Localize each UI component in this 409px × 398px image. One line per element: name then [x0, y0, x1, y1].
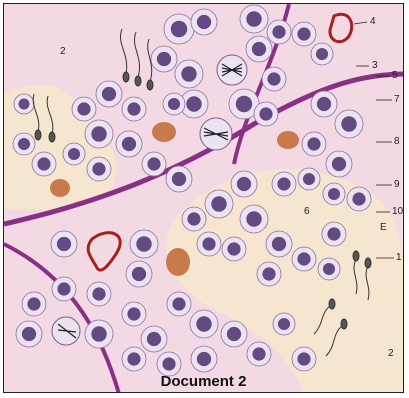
leydig-cell: [152, 122, 176, 142]
cell-nucleus: [297, 352, 310, 365]
cell-nucleus: [332, 157, 346, 171]
cell-nucleus: [252, 42, 266, 56]
cell-nucleus: [341, 116, 356, 131]
cell-nucleus: [136, 236, 151, 251]
label-8: 8: [394, 136, 400, 147]
seminiferous-tubule-illustration: 2 4 3 5 7 8 9 10 6 1 E 2: [4, 4, 404, 393]
label-3: 3: [372, 60, 378, 71]
cell-nucleus: [92, 287, 105, 300]
cell-nucleus: [168, 98, 180, 110]
cell-nucleus: [127, 352, 140, 365]
cell-nucleus: [307, 137, 320, 150]
cell-nucleus: [278, 318, 290, 330]
cell-nucleus: [186, 96, 201, 111]
cell-nucleus: [297, 252, 310, 265]
cell-nucleus: [27, 297, 40, 310]
cell-nucleus: [267, 72, 280, 85]
cell-nucleus: [327, 227, 340, 240]
cell-nucleus: [92, 162, 105, 175]
cell-nucleus: [68, 148, 80, 160]
label-10: 10: [392, 206, 404, 217]
cell-nucleus: [132, 267, 146, 281]
cell-nucleus: [317, 97, 331, 111]
cell-nucleus: [316, 48, 328, 60]
cell-nucleus: [171, 21, 188, 38]
cell-nucleus: [181, 66, 196, 81]
cell-nucleus: [259, 107, 272, 120]
cell-nucleus: [197, 15, 211, 29]
leydig-cell: [166, 248, 190, 276]
cell-nucleus: [236, 96, 253, 113]
cell-nucleus: [172, 297, 185, 310]
label-2-bottom: 2: [388, 348, 394, 359]
cell-nucleus: [323, 263, 335, 275]
cell-nucleus: [297, 27, 310, 40]
label-9: 9: [394, 179, 400, 190]
cell-nucleus: [37, 157, 50, 170]
cell-nucleus: [172, 172, 186, 186]
leydig-cell: [277, 131, 299, 149]
cell-nucleus: [77, 102, 90, 115]
leydig-cell: [50, 179, 70, 197]
cell-nucleus: [157, 52, 171, 66]
cell-nucleus: [162, 357, 175, 370]
label-5: 5: [392, 70, 398, 81]
label-6: 6: [304, 206, 310, 217]
cell-nucleus: [202, 237, 215, 250]
cell-nucleus: [272, 25, 285, 38]
label-1: 1: [396, 252, 402, 263]
cell-nucleus: [211, 196, 226, 211]
cell-nucleus: [196, 316, 211, 331]
cell-nucleus: [22, 327, 36, 341]
cell-nucleus: [147, 332, 161, 346]
cell-nucleus: [18, 138, 30, 150]
histology-figure: 2 4 3 5 7 8 9 10 6 1 E 2 Document 2: [3, 3, 404, 393]
cell-nucleus: [102, 87, 116, 101]
cell-nucleus: [91, 326, 106, 341]
cell-nucleus: [237, 177, 251, 191]
cell-nucleus: [227, 327, 241, 341]
cell-nucleus: [57, 237, 71, 251]
cell-nucleus: [57, 282, 70, 295]
cell-nucleus: [91, 126, 106, 141]
cell-nucleus: [328, 188, 340, 200]
cell-nucleus: [147, 157, 160, 170]
label-4: 4: [370, 16, 376, 27]
cell-nucleus: [127, 102, 140, 115]
label-E: E: [380, 222, 387, 233]
cell-nucleus: [187, 212, 200, 225]
cell-nucleus: [252, 347, 265, 360]
document-caption: Document 2: [4, 373, 403, 390]
cell-nucleus: [246, 11, 261, 26]
cell-nucleus: [262, 267, 275, 280]
label-7: 7: [394, 94, 400, 105]
cell-nucleus: [127, 307, 140, 320]
cell-nucleus: [272, 237, 286, 251]
cell-nucleus: [122, 137, 136, 151]
cell-nucleus: [352, 192, 365, 205]
cell-nucleus: [303, 173, 315, 185]
cell-nucleus: [227, 242, 240, 255]
cell-nucleus: [19, 99, 30, 110]
cell-nucleus: [197, 352, 211, 366]
label-2-top: 2: [60, 46, 66, 57]
cell-nucleus: [277, 177, 290, 190]
cell-nucleus: [246, 211, 261, 226]
